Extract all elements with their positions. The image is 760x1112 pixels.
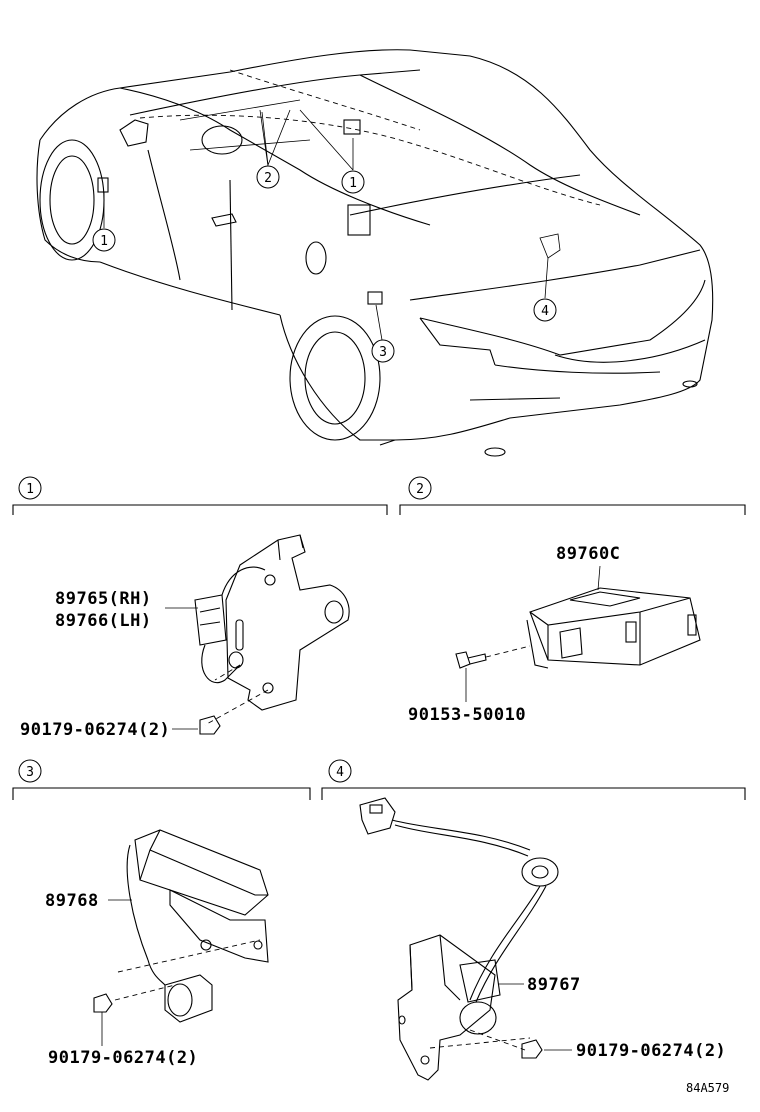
svg-text:3: 3 xyxy=(379,345,387,360)
part-number-89768: 89768 xyxy=(45,891,99,911)
part-number-90179-06274: 90179-06274(2) xyxy=(576,1041,726,1061)
bolt-drawing xyxy=(455,645,531,669)
overview-callout-1a: 1 xyxy=(92,228,116,252)
part-number-89760c: 89760C xyxy=(556,544,620,564)
part-number-89765-rh: 89765(RH) xyxy=(55,589,152,609)
section-2: 2 89760C 90153-50010 xyxy=(399,476,746,725)
svg-text:1: 1 xyxy=(100,234,108,249)
part-number-90179-06274: 90179-06274(2) xyxy=(20,720,170,740)
svg-text:1: 1 xyxy=(349,176,357,191)
overview-callout-3: 3 xyxy=(371,339,395,363)
svg-text:4: 4 xyxy=(541,304,549,319)
car-illustration xyxy=(36,49,714,457)
part-number-89766-lh: 89766(LH) xyxy=(55,611,152,631)
overview-callout-4: 4 xyxy=(533,298,557,322)
section-1: 1 89765(RH) 89766(LH) 90179-06274(2) xyxy=(12,476,388,740)
control-module-drawing xyxy=(526,587,701,669)
section-number: 4 xyxy=(336,765,344,780)
part-number-90153-50010: 90153-50010 xyxy=(408,705,526,725)
section-bracket xyxy=(12,504,388,515)
section-number-circle xyxy=(18,476,42,500)
antenna-sensor-drawing xyxy=(359,797,559,1081)
figure-code: 84A579 xyxy=(686,1081,729,1095)
overview-callout-2: 2 xyxy=(256,165,280,189)
sensor-bracket-drawing xyxy=(194,534,350,735)
sensor-assembly-drawing xyxy=(93,829,269,1023)
section-number: 3 xyxy=(26,765,34,780)
part-number-89767: 89767 xyxy=(527,975,581,995)
section-number: 1 xyxy=(26,482,34,497)
section-4: 4 89767 xyxy=(321,759,746,1081)
part-number-90179-06274: 90179-06274(2) xyxy=(48,1048,198,1068)
section-number-circle xyxy=(18,759,42,783)
section-bracket xyxy=(12,787,311,800)
section-bracket xyxy=(399,504,746,515)
section-bracket xyxy=(321,787,746,800)
section-number-circle xyxy=(408,476,432,500)
svg-text:2: 2 xyxy=(264,171,272,186)
section-3: 3 89768 90179-06274(2) xyxy=(12,759,311,1068)
section-number-circle xyxy=(328,759,352,783)
leader-line xyxy=(597,565,601,591)
section-number: 2 xyxy=(416,482,424,497)
overview-callout-1b: 1 xyxy=(341,170,365,194)
